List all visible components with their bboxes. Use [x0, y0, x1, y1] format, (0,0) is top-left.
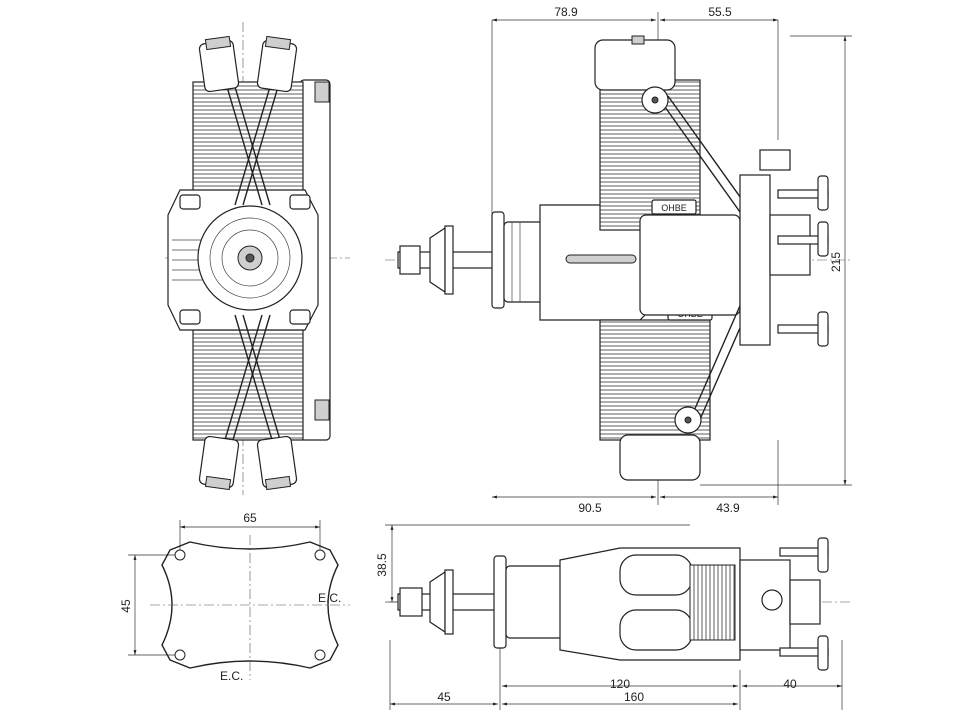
side-view: 78.9 55.5 215 90.5 43.9 OHB [385, 5, 852, 515]
ec-label-right: E.C. [318, 591, 341, 605]
dim-mount-width: 65 [243, 511, 257, 525]
ec-label-bottom: E.C. [220, 669, 243, 683]
dim-top-right: 55.5 [708, 5, 732, 19]
dim-len-120: 120 [610, 677, 630, 691]
dim-top-left: 78.9 [554, 5, 578, 19]
mount-plate-view: 65 45 E.C. E.C. [119, 511, 350, 683]
front-view [165, 22, 350, 495]
dim-len-40: 40 [783, 677, 797, 691]
dim-mid-left: 90.5 [578, 501, 602, 515]
dim-bottom-height: 38.5 [375, 553, 389, 577]
top-view: 38.5 120 160 45 40 [375, 524, 850, 710]
dim-mount-height: 45 [119, 599, 133, 613]
brand-plate-top: OHBE [661, 203, 687, 213]
dim-mid-right: 43.9 [716, 501, 740, 515]
dim-height: 215 [829, 252, 843, 272]
dim-len-45: 45 [437, 690, 451, 704]
dim-len-160: 160 [624, 690, 644, 704]
